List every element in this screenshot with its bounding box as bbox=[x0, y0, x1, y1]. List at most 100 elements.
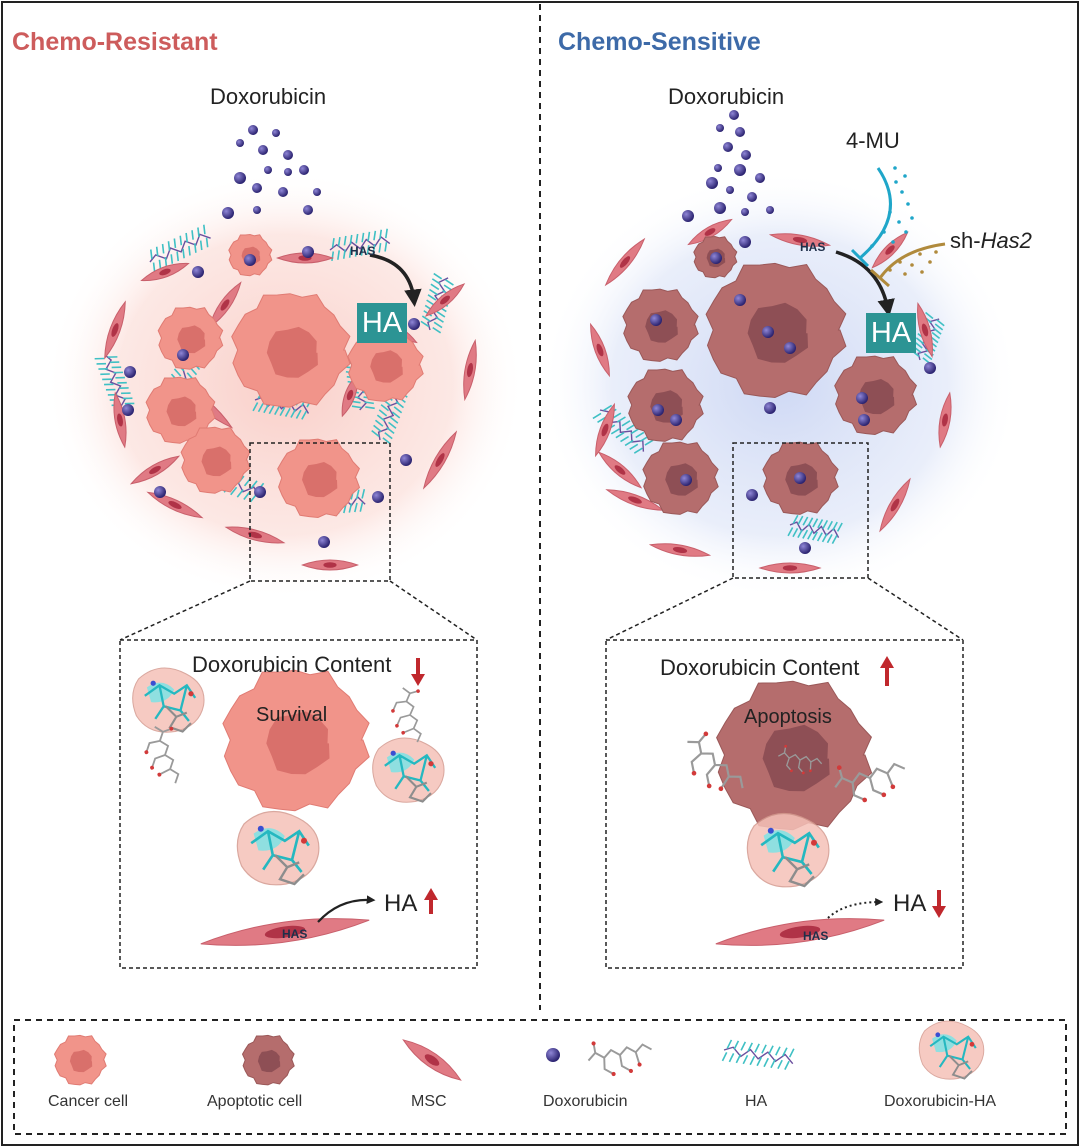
left-ha-strand-2-tick-up-4 bbox=[355, 233, 359, 244]
right-ha-strand-2-tick-dn-4 bbox=[807, 530, 814, 540]
left-ha-strand-2-backbone bbox=[329, 235, 391, 253]
left-ha-strand-6-tick-dn-5 bbox=[279, 406, 286, 416]
left-ha-strand-0-backbone bbox=[149, 233, 211, 263]
left-ha-strand-0-tick-dn-4 bbox=[176, 251, 180, 262]
right-msc-0-nucleus bbox=[619, 256, 631, 268]
shhas2-prefix: sh- bbox=[950, 228, 981, 253]
left-cell-c-nucleus bbox=[370, 350, 403, 383]
right-ha-strand-2-backbone bbox=[789, 521, 840, 538]
left-ha-strand-0-tick-up-7 bbox=[191, 230, 194, 240]
left-falling-dox-11 bbox=[253, 206, 261, 214]
left-ha-strand-5-tick-up-0 bbox=[420, 320, 430, 328]
left-cell-a bbox=[157, 306, 224, 370]
left-inset-complex-c-dox-bonds bbox=[274, 854, 305, 886]
resistant-title: Chemo-Resistant bbox=[12, 28, 218, 56]
ha-icon-tick-dn-0 bbox=[721, 1052, 728, 1062]
left-inset-complex-a-ha-bonds bbox=[144, 683, 197, 722]
shhas2-label: sh-Has2 bbox=[950, 228, 1032, 254]
left-inset-complex-c-atom-o bbox=[301, 837, 307, 844]
left-ha-strand-1-tick-up-9 bbox=[124, 402, 135, 405]
inset-content-layer bbox=[132, 667, 906, 946]
apoptosis-label: Apoptosis bbox=[744, 706, 832, 728]
left-msc-7-nucleus bbox=[168, 501, 182, 509]
right-ha-strand-2-tick-up-1 bbox=[797, 515, 804, 525]
doxorubicin-ha-icon-dox-bonds bbox=[948, 1055, 973, 1080]
right-ha-strand-0-tick-up-2 bbox=[612, 412, 622, 419]
left-inset-complex-b-atom-o bbox=[428, 761, 434, 767]
right-inset-complex-ha-bonds bbox=[760, 831, 820, 875]
left-dox-particle-4 bbox=[124, 366, 136, 378]
ha-icon-tick-up-8 bbox=[781, 1047, 788, 1057]
left-falling-dox-3 bbox=[272, 129, 280, 137]
left-inset-dox-a-atom-0 bbox=[169, 726, 174, 731]
left-inset-survival-cell bbox=[222, 669, 370, 812]
left-ha-strand-6-tick-dn-6 bbox=[284, 407, 291, 417]
ha-icon-tick-up-2 bbox=[740, 1041, 747, 1051]
left-ha-strand-2-tick-dn-5 bbox=[360, 246, 364, 256]
right-dox-particle-10 bbox=[680, 474, 692, 486]
left-ha-strand-0-tick-up-9 bbox=[203, 224, 206, 235]
left-falling-dox-7 bbox=[252, 183, 262, 193]
right-ha-strand-2 bbox=[787, 514, 843, 545]
left-ha-strand-2-tick-dn-3 bbox=[348, 248, 352, 258]
left-falling-dox-5 bbox=[299, 165, 309, 175]
right-inset-dox-c bbox=[778, 744, 823, 775]
left-ha-strand-2-tick-dn-7 bbox=[372, 244, 376, 254]
left-cell-a-nucleus bbox=[177, 325, 206, 354]
right-doxorubicin-label: Doxorubicin bbox=[668, 84, 785, 109]
right-inset-dox-a bbox=[687, 731, 744, 792]
4mu-dot-7 bbox=[891, 240, 895, 244]
left-ha-strand-1-tick-up-5 bbox=[117, 381, 127, 384]
right-inset-complex bbox=[746, 812, 830, 888]
right-msc-6-nucleus bbox=[890, 498, 900, 512]
right-msc-2-nucleus bbox=[601, 423, 609, 437]
right-cell-a bbox=[622, 288, 699, 362]
right-inset-dox-c-atom-3 bbox=[789, 769, 793, 773]
left-ha-strand-4-tick-dn-1 bbox=[384, 432, 393, 440]
left-ha-strand-1-tick-up-2 bbox=[111, 366, 122, 369]
left-falling-dox-14 bbox=[264, 166, 272, 174]
cells-layer bbox=[145, 233, 918, 519]
right-msc-3-nucleus bbox=[628, 496, 642, 504]
left-ha-strand-1-tick-dn-3 bbox=[100, 373, 110, 376]
sensitive-title: Chemo-Sensitive bbox=[558, 28, 761, 56]
shhas2-dot-3 bbox=[898, 260, 902, 264]
4mu-label: 4-MU bbox=[846, 128, 900, 153]
right-ha-strand-0-tick-dn-4 bbox=[610, 428, 620, 435]
right-inset-dox-c-atom-2 bbox=[808, 769, 812, 773]
right-falling-dox-10 bbox=[747, 192, 757, 202]
right-msc-4-nucleus bbox=[672, 546, 688, 554]
right-msc-6 bbox=[879, 477, 911, 533]
left-doxorubicin-label: Doxorubicin bbox=[210, 84, 327, 109]
left-ha-strand-0-tick-dn-7 bbox=[194, 243, 197, 253]
ha-icon-tick-dn-7 bbox=[770, 1058, 776, 1069]
legend-label-cancer-cell: Cancer cell bbox=[48, 1093, 129, 1110]
left-ha-strand-5-tick-up-1 bbox=[421, 315, 431, 322]
shhas2-dot-5 bbox=[934, 250, 938, 254]
left-ha-strand-1-backbone bbox=[104, 354, 127, 409]
left-dox-particle-5 bbox=[122, 404, 134, 416]
left-msc-6 bbox=[129, 455, 181, 485]
left-ha-strand-1-tick-up-4 bbox=[115, 376, 125, 379]
legend-label-doxorubicin-ha: Doxorubicin-HA bbox=[884, 1093, 997, 1110]
right-dox-particle-7 bbox=[764, 402, 776, 414]
ha-icon-tick-up-0 bbox=[726, 1039, 733, 1049]
right-falling-dox-2 bbox=[735, 127, 745, 137]
left-ha-strand-5-tick-dn-2 bbox=[435, 316, 444, 323]
left-dox-particle-9 bbox=[318, 536, 330, 548]
left-ha-strand-2-tick-up-7 bbox=[373, 230, 377, 241]
4mu-dot-0 bbox=[894, 180, 898, 184]
right-falling-dox-1 bbox=[716, 124, 724, 132]
ha-icon-tick-up-5 bbox=[761, 1044, 767, 1054]
right-dox-particle-14 bbox=[924, 362, 936, 374]
4mu-dot-2 bbox=[906, 202, 910, 206]
left-cell-large-nucleus bbox=[266, 326, 318, 378]
left-ha-strand-6-tick-dn-0 bbox=[252, 402, 259, 412]
left-has-tag: HAS bbox=[350, 244, 376, 258]
left-inset-complex-c bbox=[236, 810, 320, 886]
legend-icons-layer bbox=[53, 1020, 985, 1086]
left-ha-strand-2-tick-up-9 bbox=[384, 228, 388, 239]
left-ha-strand-0-tick-up-8 bbox=[197, 227, 200, 238]
left-msc-13-nucleus bbox=[220, 299, 230, 311]
cancer-cell-icon bbox=[53, 1034, 107, 1086]
